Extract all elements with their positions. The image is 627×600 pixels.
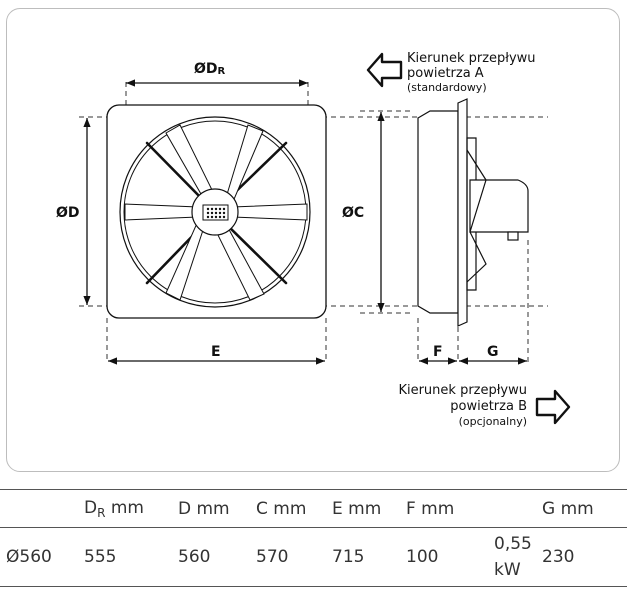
dim-g-label: G xyxy=(487,344,499,360)
table-header-row: DR mm D mm C mm E mm F mm G mm xyxy=(0,489,627,528)
flow-a-annotation: Kierunek przepływu powietrza A (standard… xyxy=(366,51,536,94)
flow-a-arrow-icon xyxy=(366,52,403,88)
dim-f-label: F xyxy=(433,344,443,360)
flow-b-line3: (opcjonalny) xyxy=(459,415,527,428)
header-model xyxy=(0,489,78,528)
fan-blades xyxy=(124,124,308,301)
motor-bracket xyxy=(466,149,487,283)
cell-dr: 555 xyxy=(78,527,172,587)
flow-b-arrow-icon xyxy=(535,389,571,425)
header-d: D mm xyxy=(172,489,250,528)
cell-c: 570 xyxy=(250,527,326,587)
header-g: G mm xyxy=(536,489,627,528)
dim-d-label: ØD xyxy=(56,205,80,221)
dim-c-label: ØC xyxy=(342,205,364,221)
fan-ring-outer xyxy=(119,116,311,308)
cell-d: 560 xyxy=(172,527,250,587)
header-f: F mm xyxy=(400,489,488,528)
fan-front-view xyxy=(106,104,327,319)
flow-a-line1: Kierunek przepływu xyxy=(407,51,536,66)
motor-plate-holes xyxy=(206,207,226,219)
dimension-lines xyxy=(83,79,527,365)
cell-g: 230 xyxy=(536,527,627,587)
header-power xyxy=(488,489,536,528)
cell-e: 715 xyxy=(326,527,400,587)
header-dr: DR mm xyxy=(78,489,172,528)
fan-technical-drawing: ØDR ØD ØC E F G Kierunek przepływu powie… xyxy=(54,51,571,428)
dim-dr-label: ØDR xyxy=(194,61,226,77)
motor-body xyxy=(469,179,529,233)
fan-side-view xyxy=(417,98,529,327)
flow-b-line1: Kierunek przepływu xyxy=(398,383,527,398)
mounting-flange xyxy=(457,98,468,327)
cell-f: 100 xyxy=(400,527,488,587)
terminal-box xyxy=(507,231,519,241)
flow-a-line2: powietrza A xyxy=(407,66,484,81)
flow-b-line2: powietrza B xyxy=(450,399,527,414)
dim-e-label: E xyxy=(211,344,221,360)
motor-support xyxy=(466,137,477,291)
inlet-ring xyxy=(417,110,459,314)
flow-a-line3: (standardowy) xyxy=(407,81,487,94)
flow-b-annotation: Kierunek przepływu powietrza B (opcjonal… xyxy=(398,383,571,428)
header-c: C mm xyxy=(250,489,326,528)
specs-table: DR mm D mm C mm E mm F mm G mm Ø560 555 … xyxy=(0,489,627,587)
cell-model: Ø560 xyxy=(0,527,78,587)
header-e: E mm xyxy=(326,489,400,528)
